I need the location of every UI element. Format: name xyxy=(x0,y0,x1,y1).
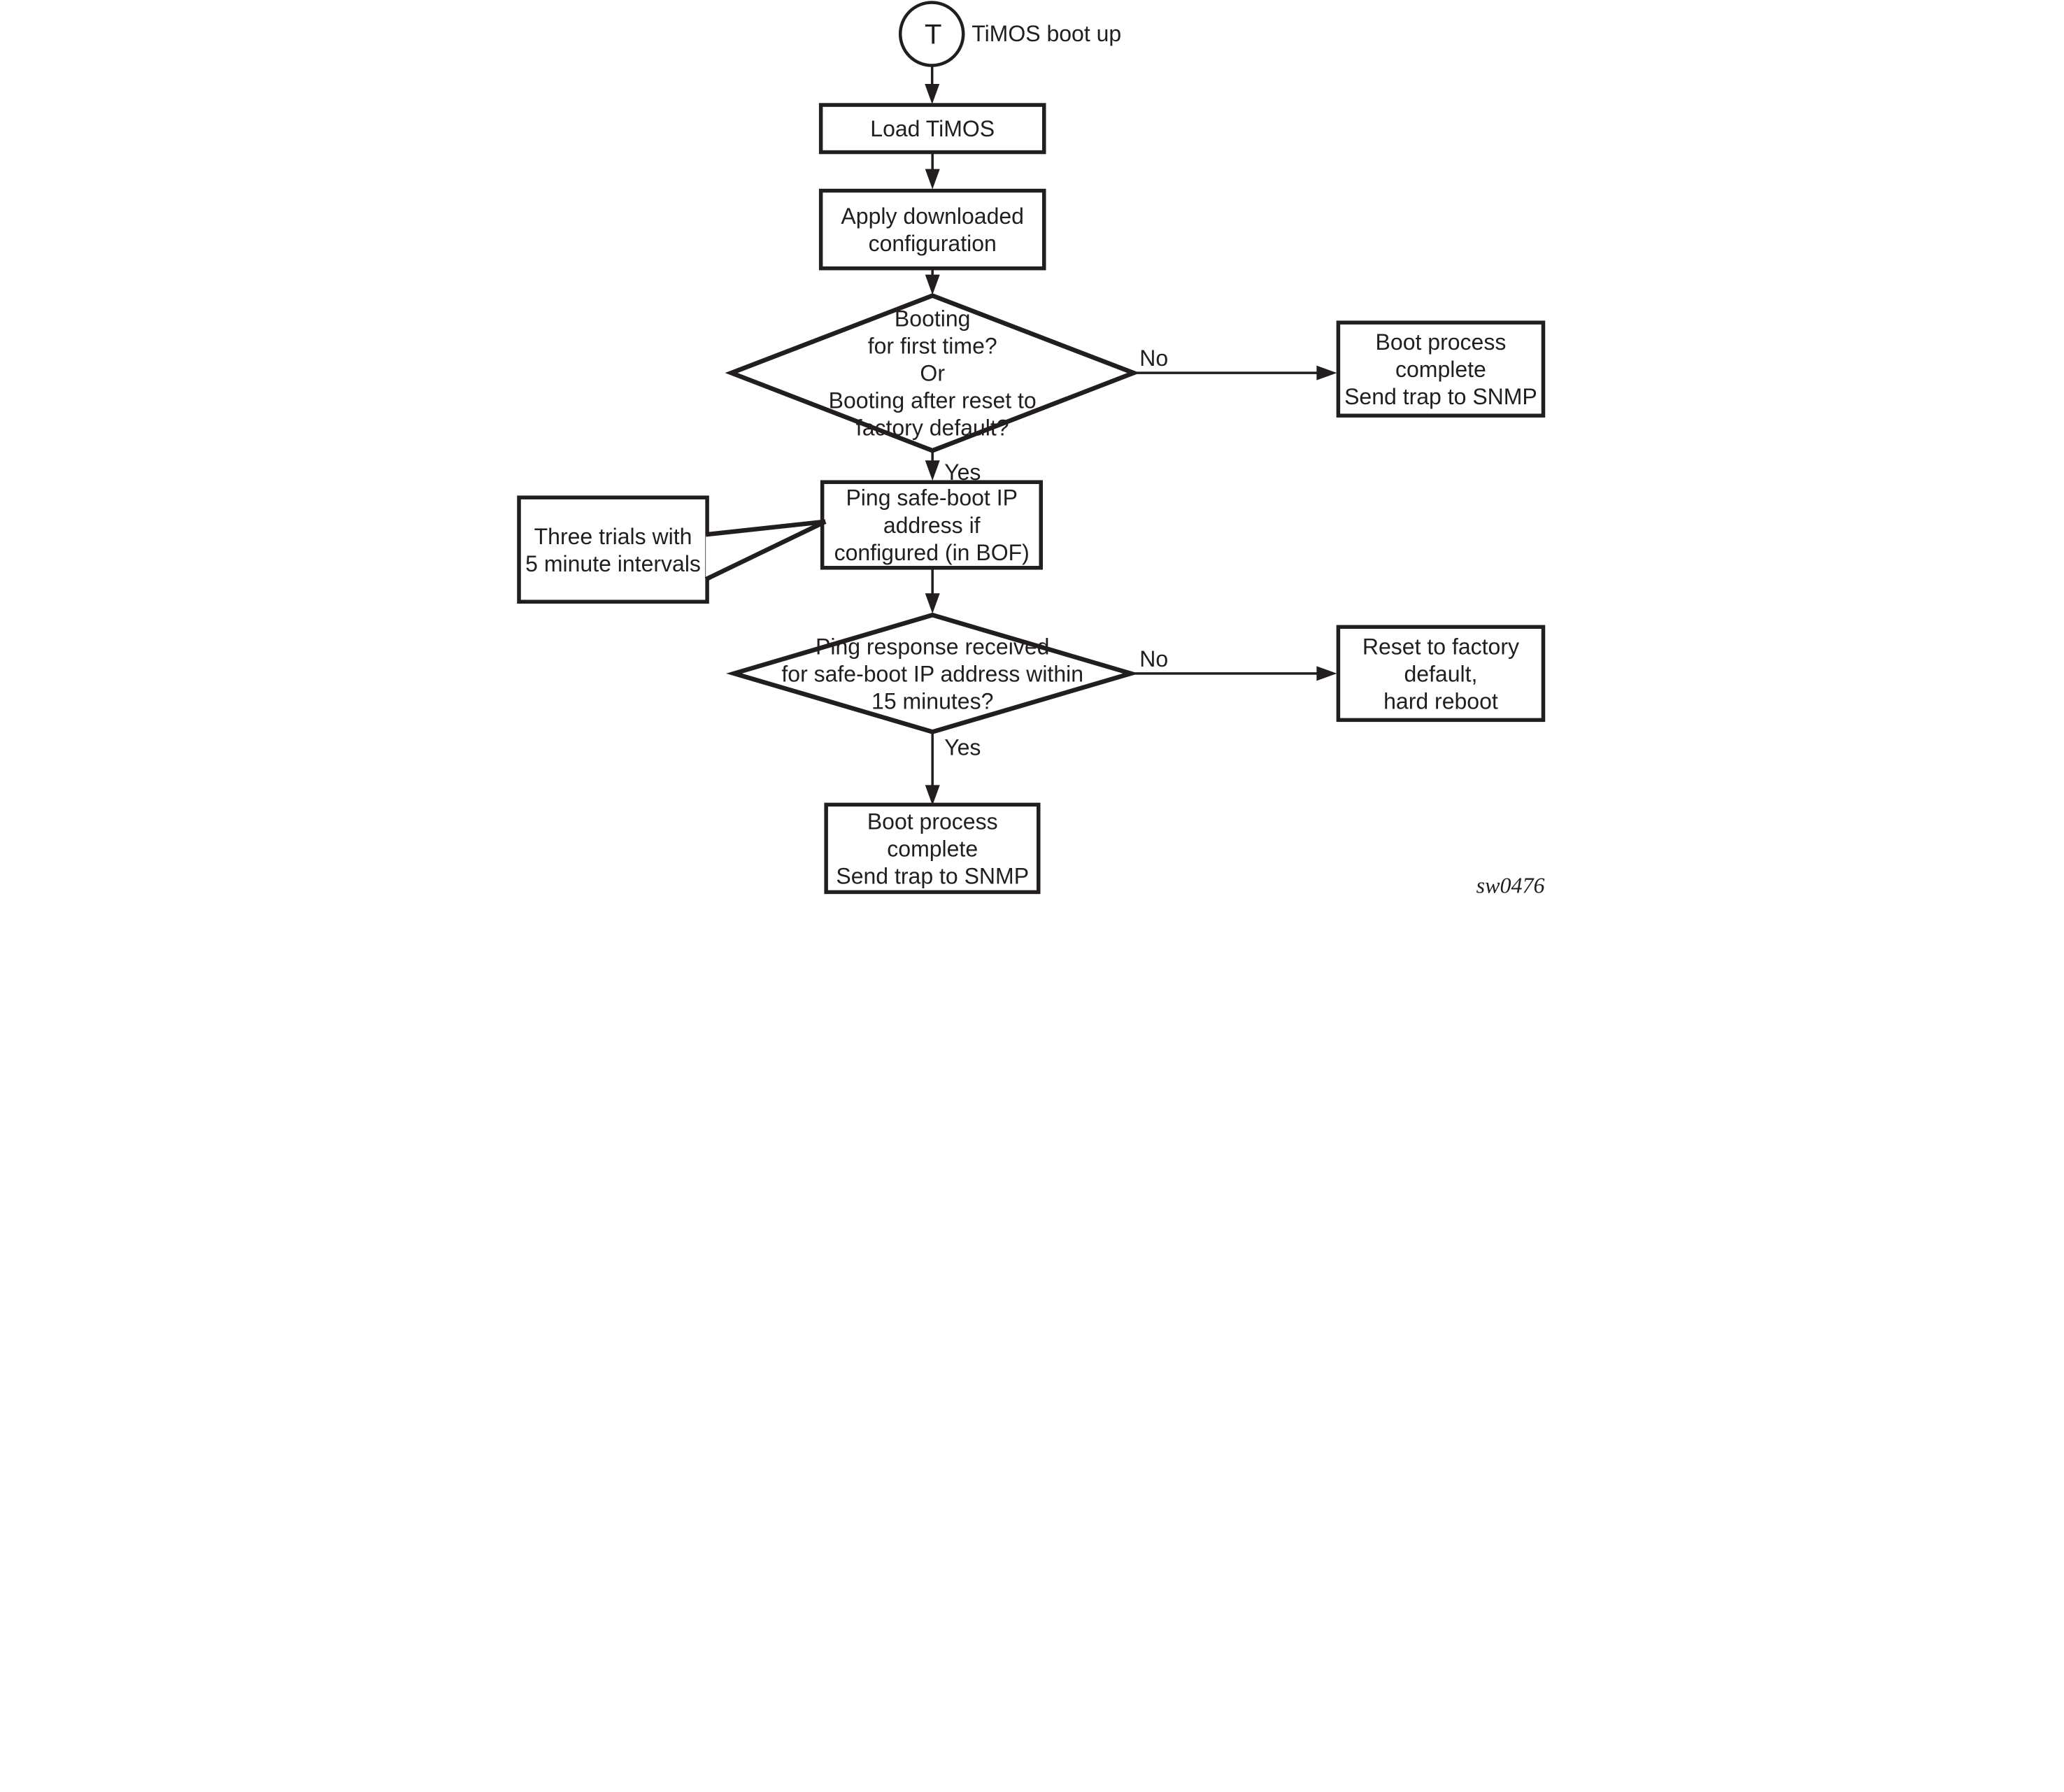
label-decision1-no: No xyxy=(1139,346,1168,371)
node-first-boot-decision: Booting for first time? Or Booting after… xyxy=(725,293,1140,453)
edge-start-to-load xyxy=(924,65,939,105)
flowchart: No Yes No Yes T TiMOS boot up Load TiMOS… xyxy=(516,0,1549,896)
svg-text:address if: address if xyxy=(883,513,980,538)
start-node: T TiMOS boot up xyxy=(898,1,1121,67)
node-apply-configuration: Apply downloaded configuration xyxy=(818,188,1046,271)
node-ping-response-decision: Ping response received for safe-boot IP … xyxy=(725,612,1139,734)
label-decision2-no: No xyxy=(1139,646,1168,671)
svg-text:Boot process: Boot process xyxy=(1375,329,1506,355)
svg-text:Ping response received: Ping response received xyxy=(815,634,1048,659)
node-boot-complete-right: Boot process complete Send trap to SNMP xyxy=(1336,320,1545,418)
svg-text:default,: default, xyxy=(1404,661,1477,686)
svg-text:factory default?: factory default? xyxy=(855,415,1009,441)
label-decision2-yes: Yes xyxy=(944,734,981,760)
edge-decision1-no xyxy=(1134,365,1337,381)
svg-text:Or: Or xyxy=(920,361,945,386)
node-ping-safe-boot: Ping safe-boot IP address if configured … xyxy=(820,480,1043,570)
svg-text:Ping safe-boot IP: Ping safe-boot IP xyxy=(846,485,1017,511)
edge-ping-to-decision2 xyxy=(925,567,940,614)
edge-decision2-no xyxy=(1131,666,1337,681)
svg-text:configuration: configuration xyxy=(868,231,996,256)
flowchart-canvas: No Yes No Yes T TiMOS boot up Load TiMOS… xyxy=(516,1,1545,896)
edge-apply-to-decision1 xyxy=(925,268,940,295)
node-reset-factory: Reset to factory default, hard reboot xyxy=(1336,625,1545,723)
svg-text:5 minute intervals: 5 minute intervals xyxy=(525,551,701,576)
svg-text:Apply downloaded: Apply downloaded xyxy=(841,204,1024,229)
figure-code: sw0476 xyxy=(1476,872,1544,896)
svg-text:for first time?: for first time? xyxy=(867,334,997,359)
edge-load-to-apply xyxy=(925,152,940,190)
svg-text:for safe-boot IP address withi: for safe-boot IP address within xyxy=(781,661,1083,686)
svg-text:complete: complete xyxy=(1395,357,1486,382)
node-load-timos-label: Load TiMOS xyxy=(870,116,995,141)
node-load-timos: Load TiMOS xyxy=(818,103,1046,155)
edge-decision1-yes xyxy=(925,450,940,481)
edge-decision2-yes xyxy=(925,732,940,806)
svg-text:Boot process: Boot process xyxy=(867,809,997,834)
start-title: TiMOS boot up xyxy=(971,21,1121,46)
svg-text:Send trap to SNMP: Send trap to SNMP xyxy=(1344,384,1537,409)
svg-text:complete: complete xyxy=(887,836,978,861)
svg-text:Booting: Booting xyxy=(894,306,970,332)
svg-text:Send trap to SNMP: Send trap to SNMP xyxy=(836,863,1029,888)
svg-text:configured (in BOF): configured (in BOF) xyxy=(834,540,1029,565)
start-symbol: T xyxy=(924,20,941,50)
node-boot-complete-bottom: Boot process complete Send trap to SNMP xyxy=(823,802,1041,895)
svg-text:15 minutes?: 15 minutes? xyxy=(871,688,993,713)
svg-text:Reset to factory: Reset to factory xyxy=(1362,634,1518,659)
svg-text:Booting after reset to: Booting after reset to xyxy=(828,388,1036,413)
node-trials-note: Three trials with 5 minute intervals xyxy=(516,495,827,604)
svg-text:hard reboot: hard reboot xyxy=(1383,688,1498,713)
svg-text:Three trials with: Three trials with xyxy=(534,524,692,549)
